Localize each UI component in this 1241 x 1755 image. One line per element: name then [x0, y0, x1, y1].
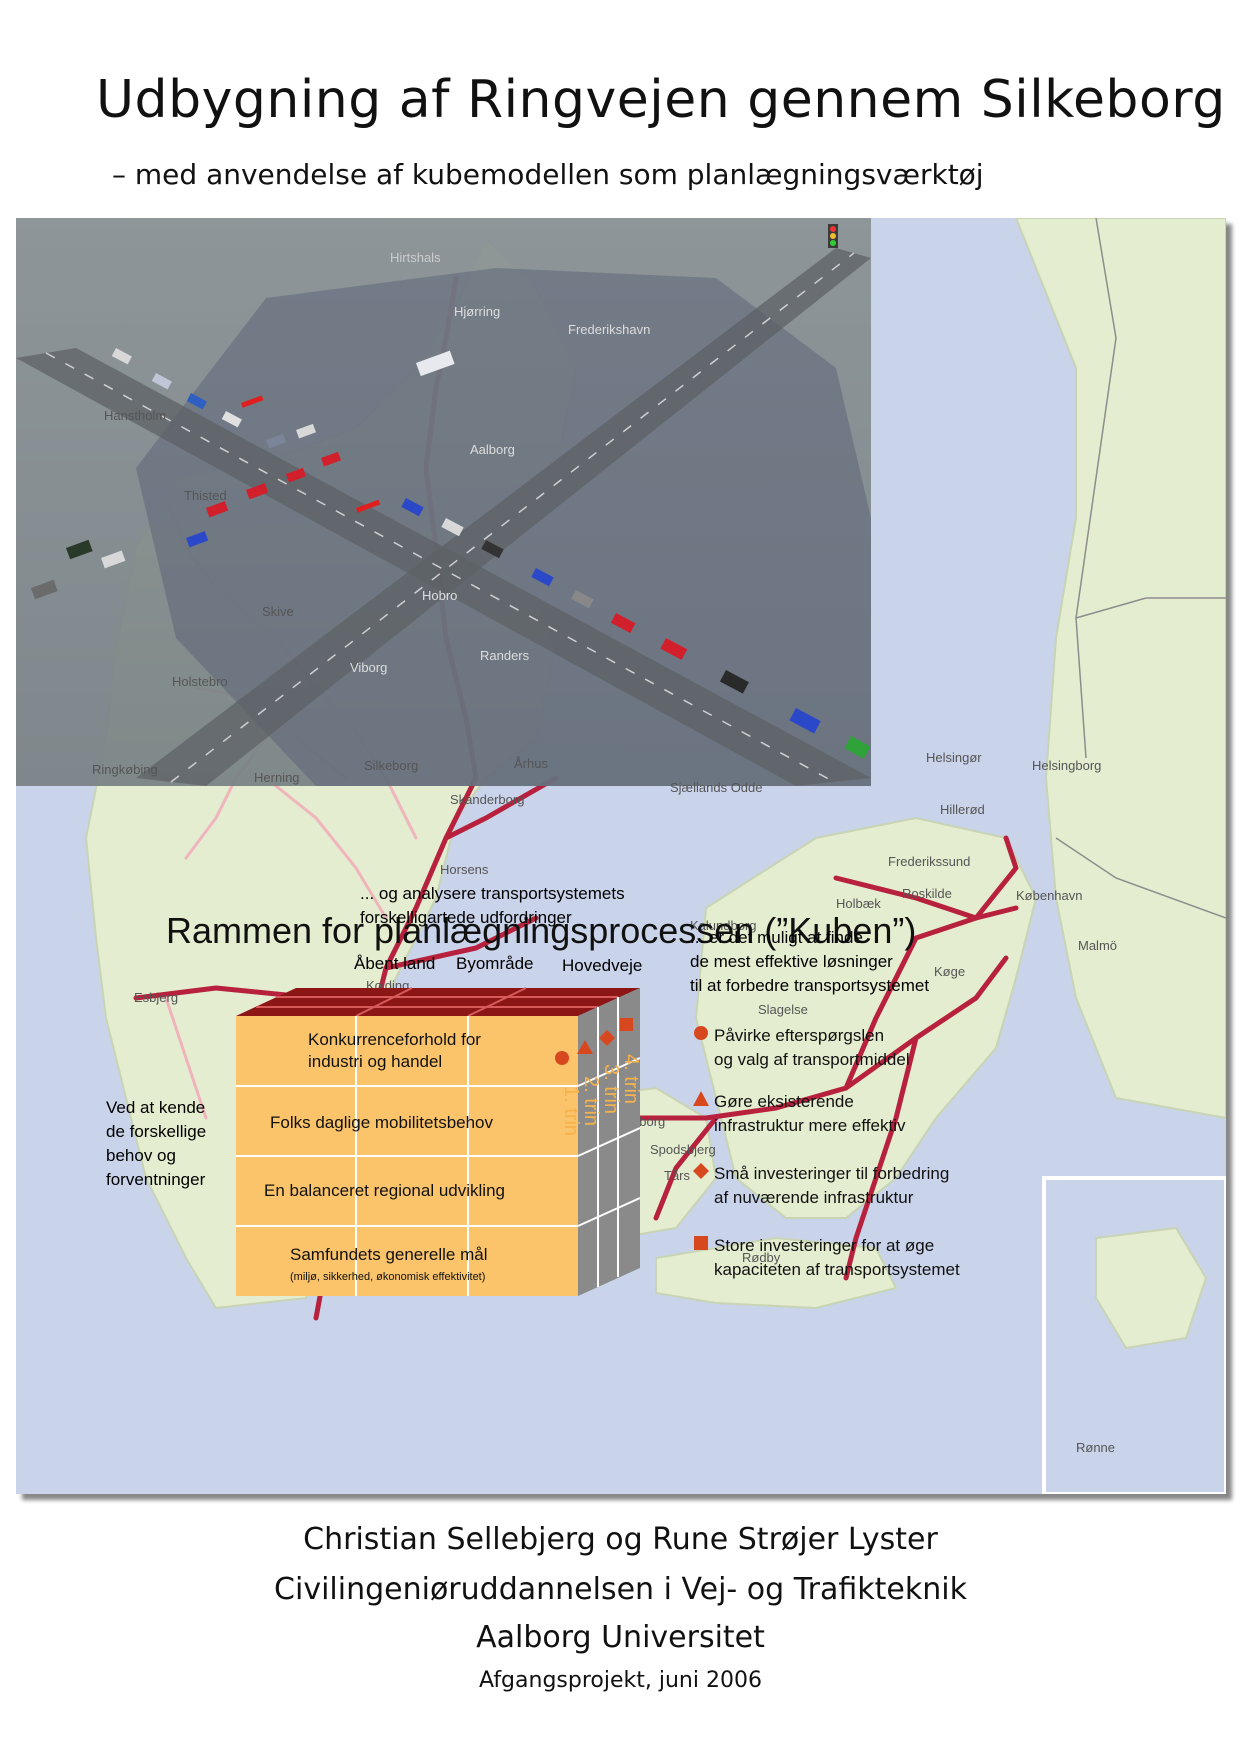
denmark-map: Hirtshals Hjørring Frederikshavn Hanstho… [16, 218, 1226, 1494]
legend-demand-line-1: Påvirke efterspørgslen [714, 1026, 885, 1045]
cube-row-society: Samfundets generelle mål (miljø, sikkerh… [290, 1244, 488, 1288]
map-label-hjorring: Hjørring [454, 304, 501, 319]
page-title: Udbygning af Ringvejen gennem Silkeborg [96, 70, 1226, 130]
square-icon [620, 1018, 633, 1031]
triangle-icon [693, 1091, 709, 1106]
cube-row-mobility: Folks daglige mobilitetsbehov [270, 1113, 494, 1132]
square-icon [694, 1236, 708, 1250]
traffic-simulation-view [16, 218, 871, 786]
analyse-line-2: forskelligartede udfordringer [360, 908, 572, 927]
map-label-horsens: Horsens [440, 862, 489, 877]
solution-text: ... er det muligt at finde de mest effek… [690, 926, 929, 998]
knowing-line-2: de forskellige [106, 1122, 207, 1141]
map-label-skanderborg: Skanderborg [450, 792, 525, 807]
legend-efficiency-line-2: infrastruktur mere effektiv [714, 1116, 906, 1135]
cube-row-competition: Konkurrenceforhold for industri og hande… [308, 1029, 481, 1073]
legend-efficiency-line-1: Gøre eksisterende [714, 1092, 854, 1111]
triangle-icon [577, 1040, 593, 1054]
map-label-rodby: Rødby [742, 1250, 781, 1265]
map-label-frederikssund: Frederikssund [888, 854, 971, 869]
map-label-esbjerg: Esbjerg [134, 990, 179, 1005]
map-label-ronne: Rønne [1076, 1440, 1116, 1455]
map-label-slagelse: Slagelse [758, 1002, 808, 1017]
map-label-sjaellands-odde: Sjællands Odde [670, 780, 763, 795]
framework-title: Rammen for planlægningsprocessen (”Kuben… [166, 910, 917, 951]
knowing-line-3: behov og [106, 1146, 176, 1165]
cube-top-label-urban: Byområde [456, 954, 534, 973]
map-label-aalborg: Aalborg [470, 442, 515, 457]
map-label-kalundborg: Kalundborg [690, 918, 757, 933]
footer-project: Afgangsprojekt, juni 2006 [479, 1668, 762, 1693]
cube-top-label-open-land: Åbent land [354, 954, 436, 973]
map-label-tars: Tårs [664, 1168, 690, 1183]
circle-icon [694, 1026, 708, 1040]
solution-line-2: de mest effektive løsninger [690, 952, 893, 971]
map-label-aarhus: Århus [514, 756, 548, 771]
analyse-text: ... og analysere transportsystemets fors… [360, 882, 625, 930]
cube-row-regional: En balanceret regional udvikling [264, 1181, 505, 1200]
map-label-hirtshals: Hirtshals [390, 250, 441, 265]
legend-small-line-1: Små investeringer til forbedring [714, 1164, 950, 1183]
vehicles [30, 347, 871, 759]
map-label-silkeborg: Silkeborg [364, 758, 419, 773]
diamond-icon [599, 1030, 615, 1046]
map-label-spodsbjerg: Spodsbjerg [650, 1142, 716, 1157]
legend-large-line-1: Store investeringer for at øge [714, 1236, 935, 1255]
diamond-icon [693, 1163, 709, 1179]
map-label-kobenhavn: København [1016, 888, 1083, 903]
cube-row-competition-line-1: Konkurrenceforhold for [308, 1030, 481, 1049]
cube-row-competition-line-2: industri og handel [308, 1052, 443, 1071]
map-label-hanstholm: Hanstholm [104, 408, 167, 423]
knowing-line-1: Ved at kende [106, 1098, 206, 1117]
solution-line-3: til at forbedre transportsystemet [690, 976, 930, 995]
map-label-malmo: Malmö [1078, 938, 1118, 953]
map-label-helsingborg: Helsingborg [1032, 758, 1102, 773]
page-subtitle: – med anvendelse af kubemodellen som pla… [112, 158, 984, 191]
map-label-thisted: Thisted [184, 488, 227, 503]
footer-authors: Christian Sellebjerg og Rune Strøjer Lys… [303, 1522, 938, 1557]
map-label-koge: Køge [934, 964, 966, 979]
knowing-line-4: forventninger [106, 1170, 206, 1189]
cube-row-society-line-1: Samfundets generelle mål [290, 1245, 488, 1264]
map-label-holbaek: Holbæk [836, 896, 881, 911]
map-label-hobro: Hobro [422, 588, 458, 603]
map-label-holstebro: Holstebro [172, 674, 228, 689]
map-label-hillerod: Hillerød [940, 802, 985, 817]
circle-icon [555, 1051, 569, 1065]
map-label-herning: Herning [254, 770, 300, 785]
footer-university: Aalborg Universitet [476, 1620, 765, 1655]
legend-small-line-2: af nuværende infrastruktur [714, 1188, 914, 1207]
knowing-text: Ved at kende de forskellige behov og for… [106, 1096, 206, 1192]
footer-program: Civilingeniøruddannelsen i Vej- og Trafi… [274, 1572, 967, 1607]
step-label-4: 4. trin [620, 1054, 642, 1105]
solution-line-1: ... er det muligt at finde [690, 928, 863, 947]
analyse-line-1: ... og analysere transportsystemets [360, 884, 625, 903]
legend-demand-line-2: og valg af transportmiddel [714, 1050, 910, 1069]
map-label-frederikshavn: Frederikshavn [568, 322, 651, 337]
sweden-roads [1055, 218, 1226, 919]
map-label-helsingor: Helsingør [926, 750, 982, 765]
planning-cube [236, 987, 641, 1296]
cube-row-society-line-2: (miljø, sikkerhed, økonomisk effektivite… [290, 1271, 486, 1283]
map-label-roskilde: Roskilde [902, 886, 952, 901]
map-label-ringkobing: Ringkøbing [92, 762, 158, 777]
map-label-viborg: Viborg [350, 660, 388, 675]
map-label-randers: Randers [480, 648, 530, 663]
cube-top-label-main-roads: Hovedveje [562, 956, 643, 975]
map-label-svendborg: dborg [632, 1114, 666, 1129]
legend-large-line-2: kapaciteten af transportsystemet [714, 1260, 960, 1279]
cube-top-face [236, 988, 640, 1016]
map-label-skive: Skive [262, 604, 294, 619]
